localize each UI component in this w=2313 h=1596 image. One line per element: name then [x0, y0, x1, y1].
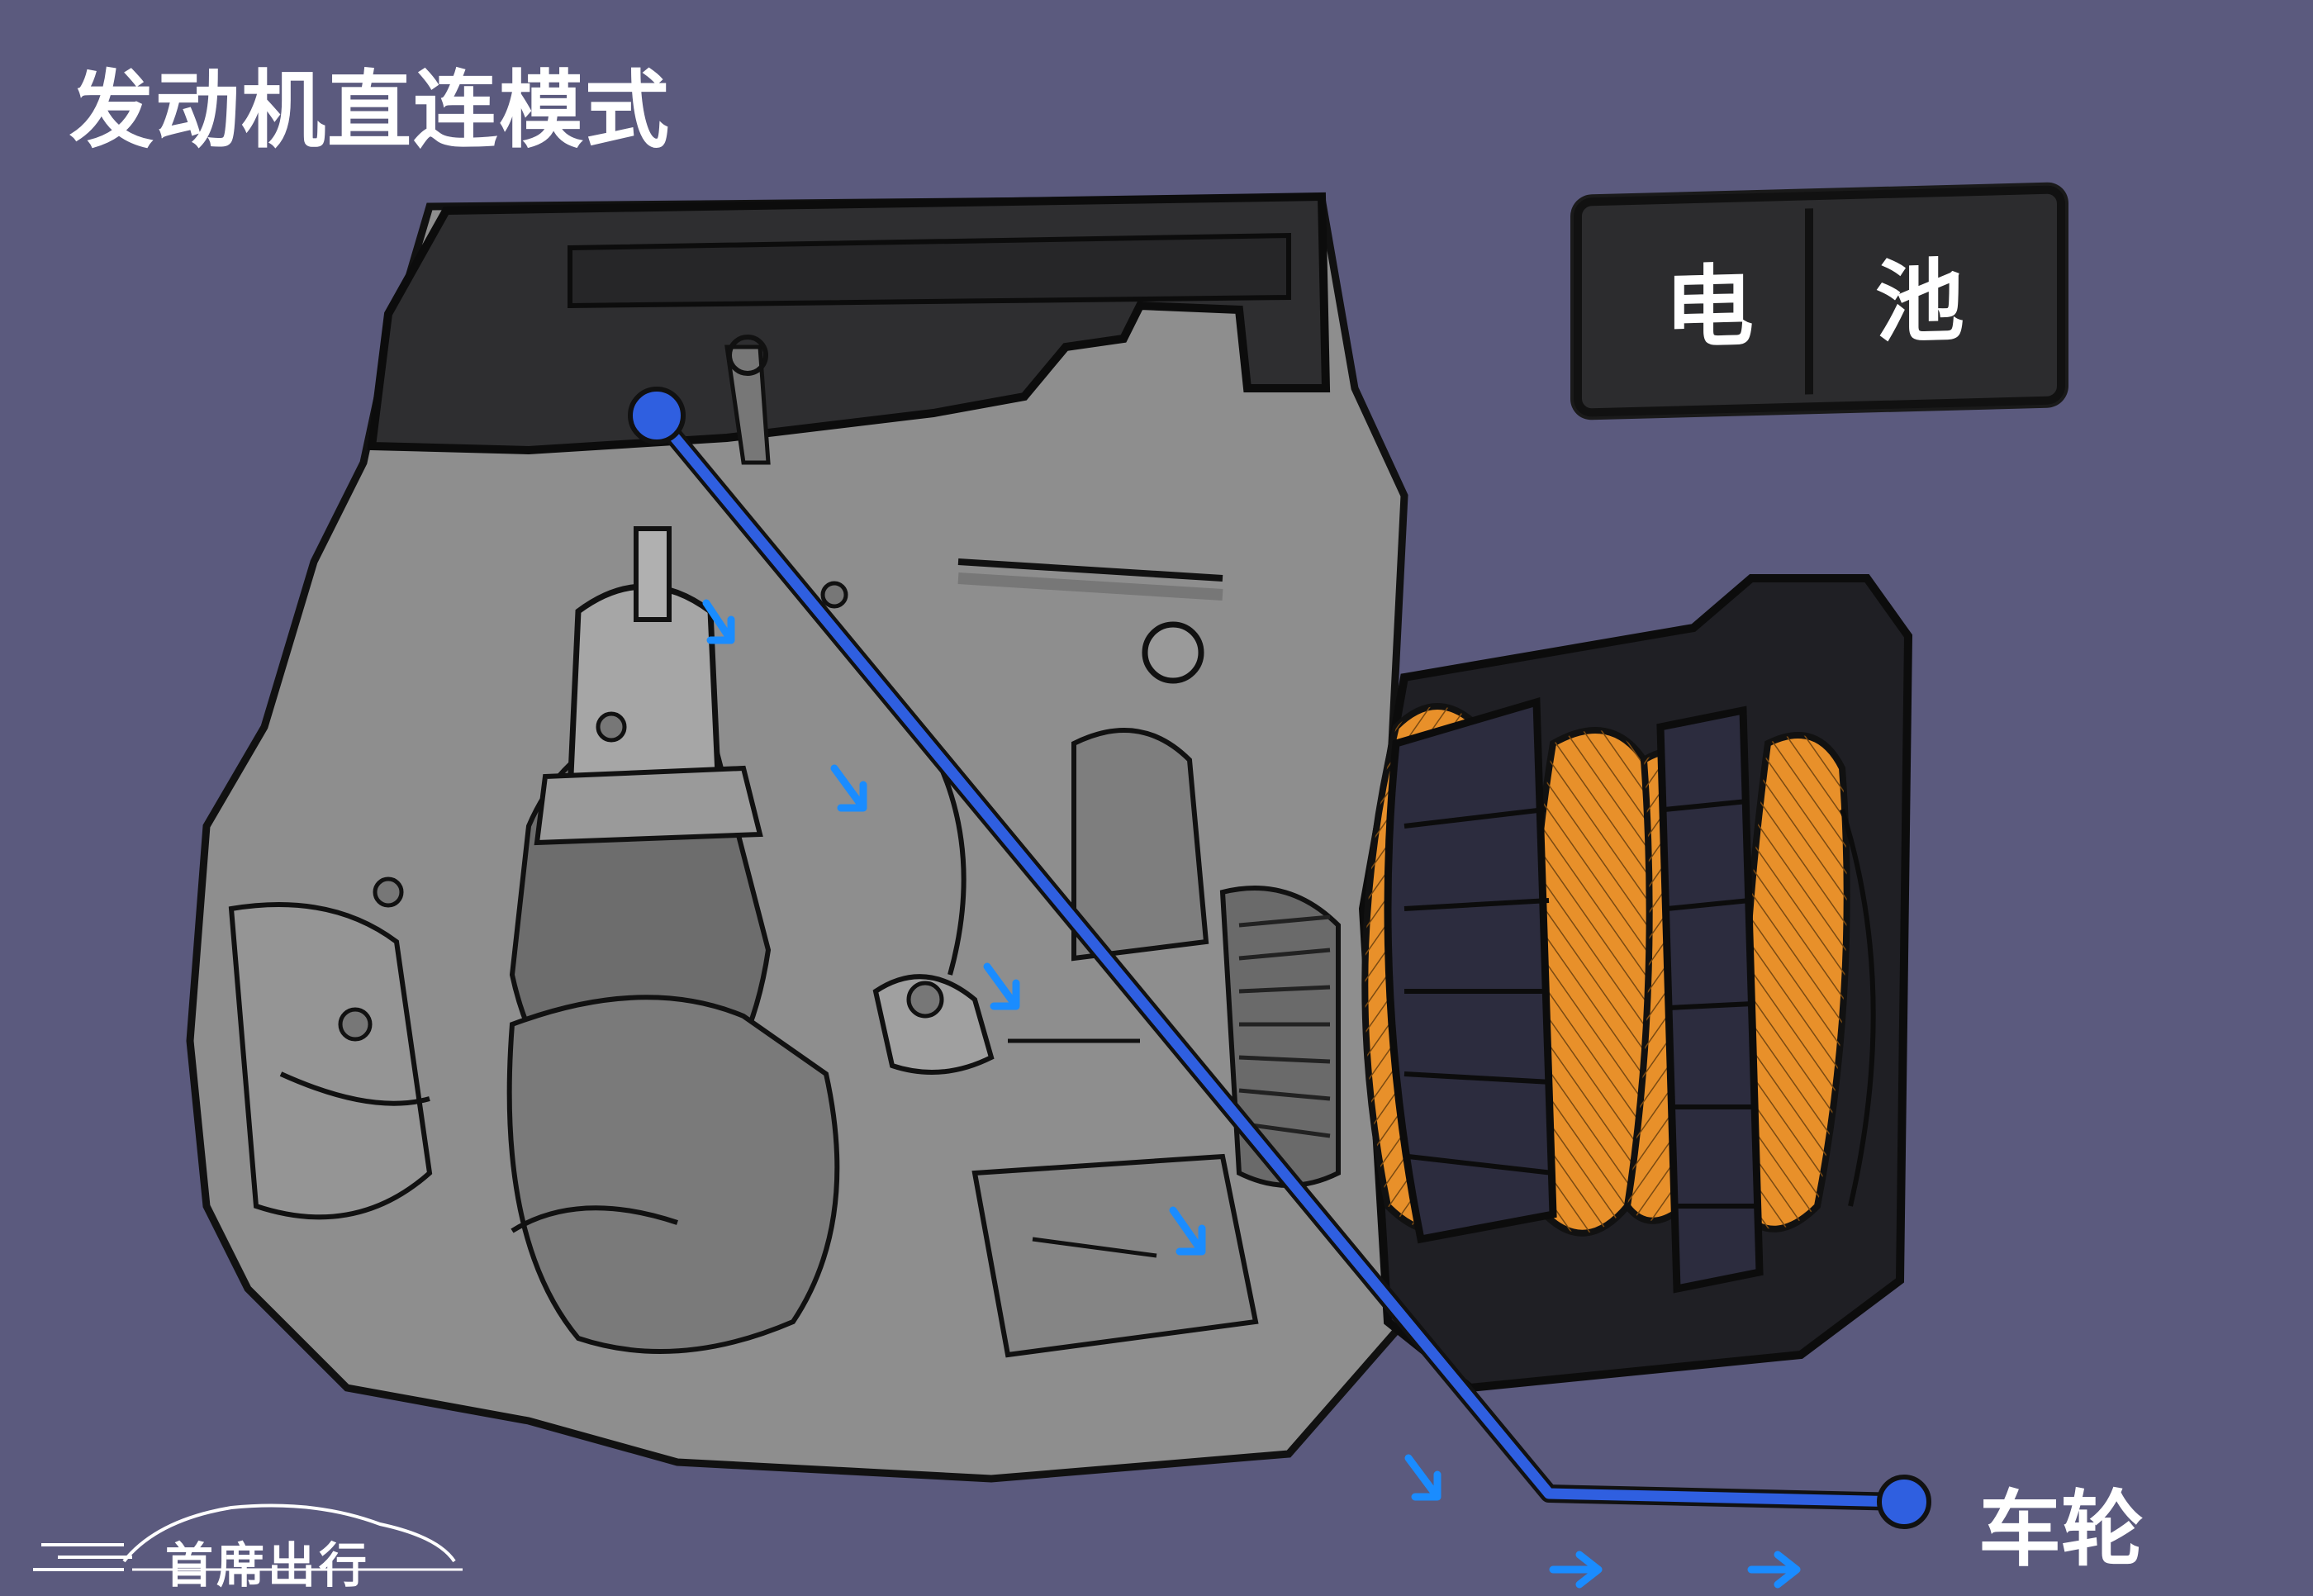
- wheel-label: 车轮: [1978, 1481, 2144, 1578]
- battery-label-char-2: 池: [1875, 249, 1965, 356]
- battery-divider: [1805, 208, 1813, 395]
- page-title: 发动机直连模式: [69, 62, 671, 160]
- flow-arrow-icon: [702, 599, 735, 644]
- motor-generator: [1358, 574, 1913, 1393]
- flow-arrow-icon: [830, 764, 867, 812]
- battery-label-char-1: 电: [1665, 255, 1755, 361]
- flow-arrows: [702, 599, 1801, 1589]
- flow-arrow-icon: [1549, 1551, 1603, 1589]
- power-path-end-dot: [1877, 1475, 1931, 1529]
- flow-arrow-icon: [1404, 1454, 1441, 1501]
- car-logo-icon: [33, 1503, 463, 1571]
- flow-arrow-icon: [1747, 1551, 1801, 1589]
- flow-arrow-icon: [1169, 1206, 1206, 1256]
- logo-text: 首席出行: [165, 1537, 371, 1594]
- power-path: [628, 387, 1931, 1529]
- brand-logo: 首席出行: [33, 1487, 479, 1594]
- power-path-start-dot: [628, 387, 686, 444]
- engine-cover: [367, 192, 1331, 465]
- flow-arrow-icon: [983, 962, 1020, 1010]
- battery-box: 电 池: [1574, 185, 2065, 417]
- engine-block: [186, 194, 1458, 1483]
